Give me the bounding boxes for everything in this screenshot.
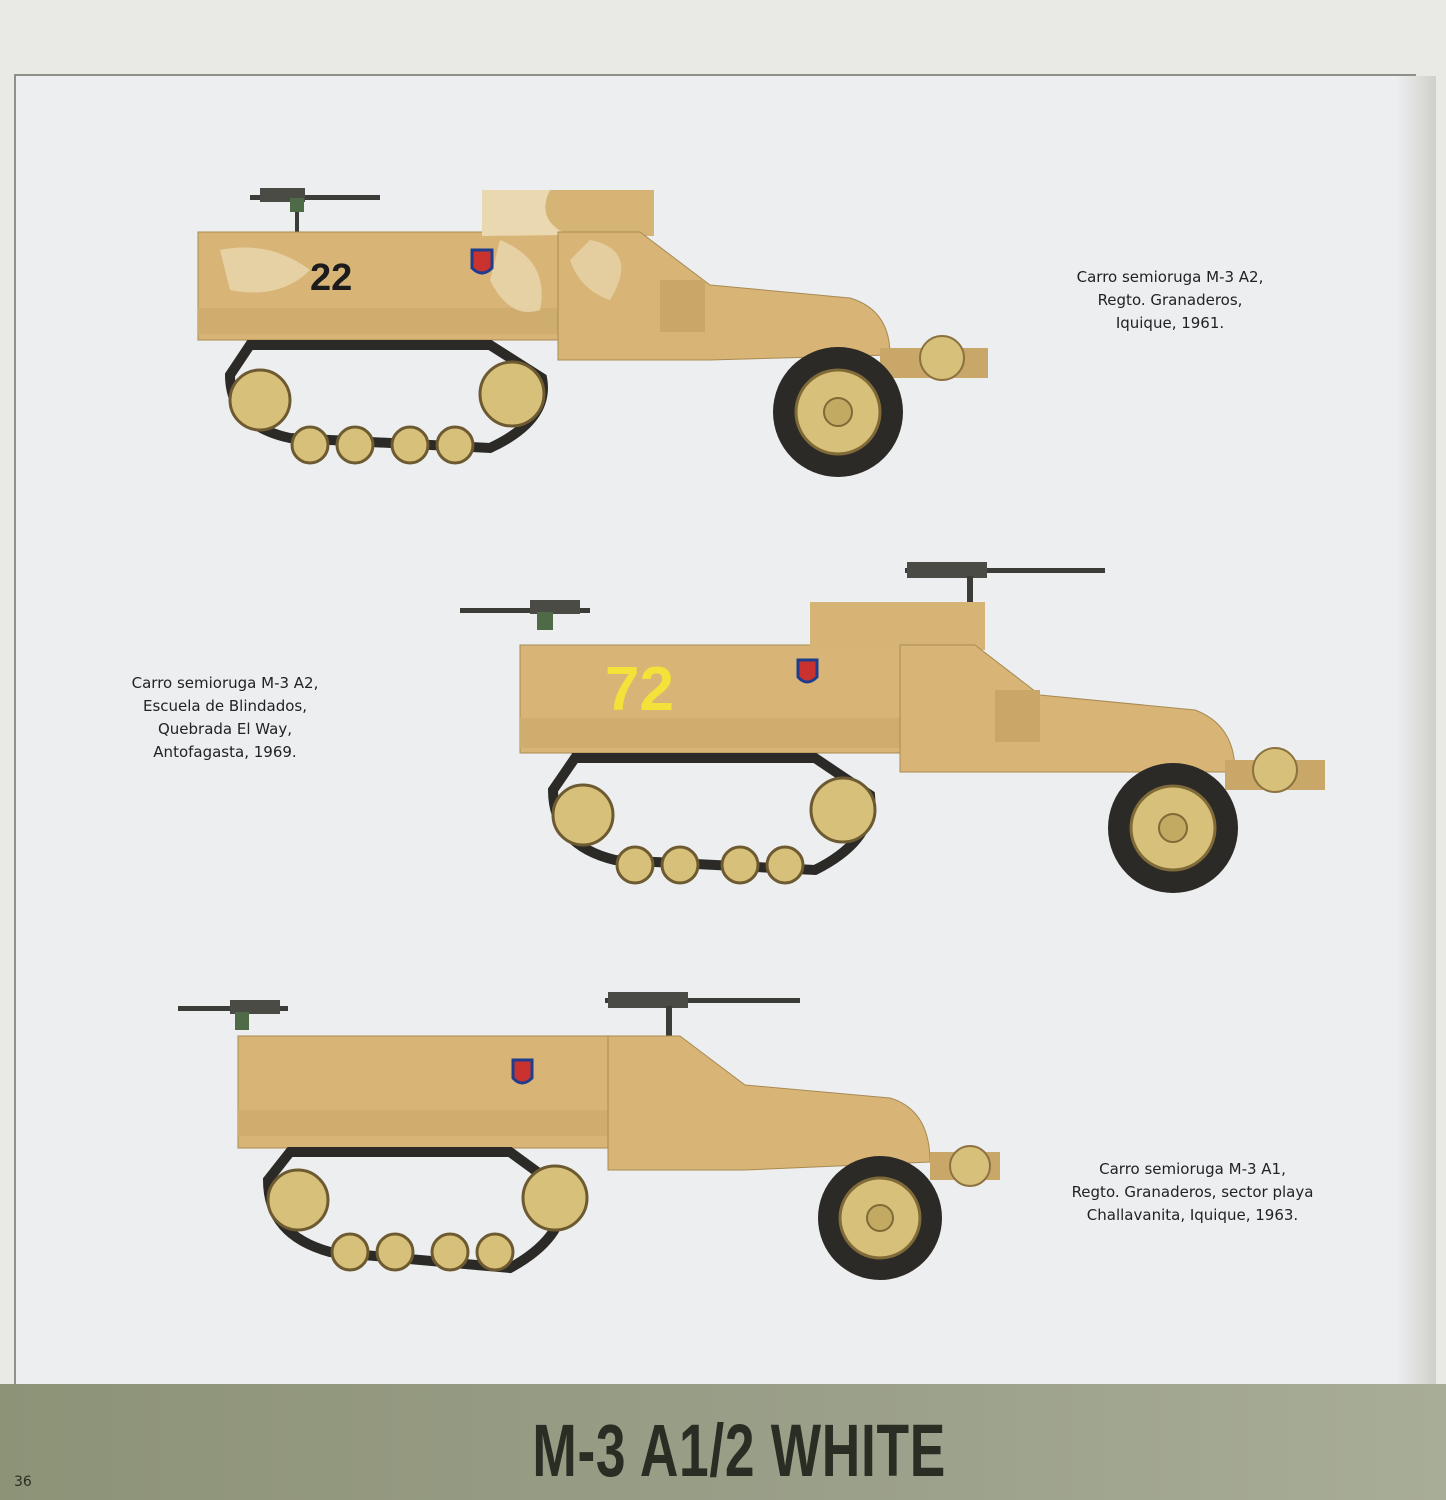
vehicle-number-72: 72 [605,655,674,724]
caption-line: Iquique, 1961. [1115,314,1225,332]
caption-vehicle-1: Carro semioruga M-3 A2, Regto. Granadero… [1050,266,1290,335]
halftrack-illustration-2: 72 [460,562,1325,893]
caption-line: Antofagasta, 1969. [153,743,297,761]
caption-line: Carro semioruga M-3 A1, [1099,1160,1286,1178]
page-number: 36 [14,1474,32,1490]
footer-band [0,1384,1446,1500]
halftrack-illustration-3 [178,992,1000,1280]
caption-vehicle-2: Carro semioruga M-3 A2, Escuela de Blind… [100,672,350,764]
caption-line: Carro semioruga M-3 A2, [1076,268,1264,286]
vehicle-number-22: 22 [310,257,352,299]
page-title: M-3 A1/2 WHITE [532,1409,947,1492]
caption-line: Carro semioruga M-3 A2, [131,674,319,692]
caption-line: Quebrada El Way, [157,720,293,738]
caption-line: Regto. Granaderos, sector playa [1071,1183,1314,1201]
caption-line: Challavanita, Iquique, 1963. [1086,1206,1299,1224]
caption-line: Escuela de Blindados, [142,697,308,715]
caption-vehicle-3: Carro semioruga M-3 A1, Regto. Granadero… [1050,1158,1335,1227]
halftrack-illustration-1: 22 [197,188,988,477]
caption-line: Regto. Granaderos, [1097,291,1243,309]
